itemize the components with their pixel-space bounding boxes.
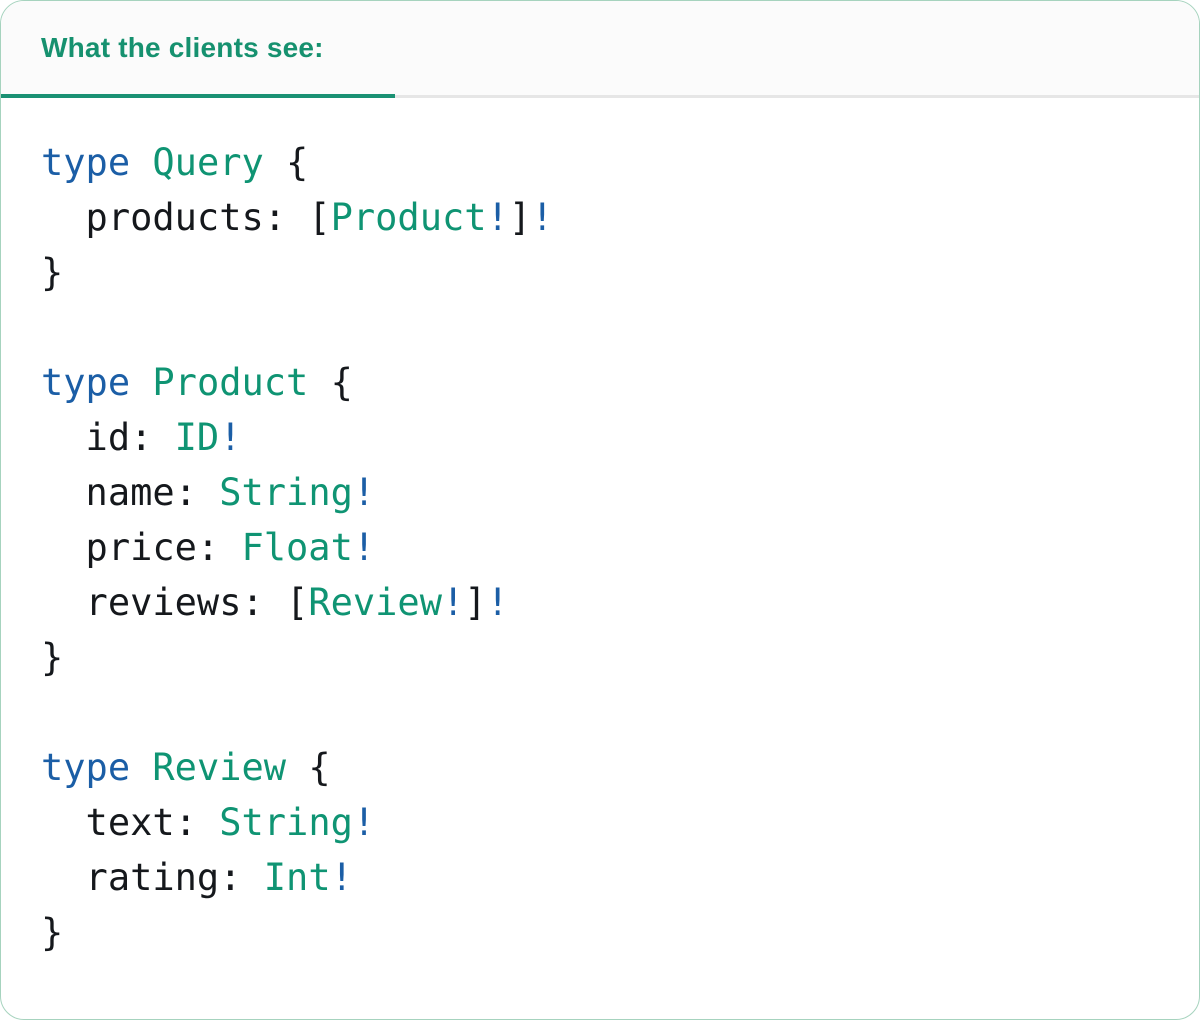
code-token: { — [263, 141, 309, 184]
code-token: ! — [352, 526, 376, 569]
code-line: } — [41, 630, 1159, 685]
code-token — [130, 361, 152, 404]
code-token: String — [219, 471, 353, 514]
code-token: name: — [41, 471, 220, 514]
code-line: type Query { — [41, 135, 1159, 190]
code-token: ! — [486, 581, 509, 624]
code-token: type — [41, 746, 131, 789]
code-token: Product — [330, 196, 487, 239]
code-token: type — [41, 361, 131, 404]
code-token: ! — [352, 471, 376, 514]
code-token: ID — [174, 416, 220, 459]
code-token: Review — [152, 746, 287, 789]
code-token: id: — [41, 416, 175, 459]
code-line: } — [41, 905, 1159, 960]
code-token — [130, 141, 152, 184]
active-tab-indicator — [1, 94, 395, 98]
code-token: ] — [464, 581, 487, 624]
code-line: name: String! — [41, 465, 1159, 520]
code-token: } — [41, 911, 64, 954]
code-token: ! — [531, 196, 554, 239]
code-token: ! — [330, 856, 353, 899]
code-token: } — [41, 251, 64, 294]
code-line: reviews: [Review!]! — [41, 575, 1159, 630]
code-token: type — [41, 141, 131, 184]
code-token: products: [ — [41, 196, 331, 239]
code-line — [41, 300, 1159, 355]
code-token: reviews: [ — [41, 581, 309, 624]
code-token: Query — [152, 141, 264, 184]
code-line: id: ID! — [41, 410, 1159, 465]
code-line: products: [Product!]! — [41, 190, 1159, 245]
code-line: } — [41, 245, 1159, 300]
code-token: Int — [263, 856, 331, 899]
code-line: type Product { — [41, 355, 1159, 410]
code-line: type Review { — [41, 740, 1159, 795]
code-token: rating: — [41, 856, 264, 899]
code-token: { — [286, 746, 331, 789]
code-block: type Query { products: [Product!]!} type… — [1, 98, 1199, 960]
code-line: price: Float! — [41, 520, 1159, 575]
code-line — [41, 685, 1159, 740]
tab-label: What the clients see: — [41, 32, 324, 63]
code-token — [130, 746, 152, 789]
code-token: { — [308, 361, 353, 404]
code-token: Review — [308, 581, 442, 624]
code-token: String — [219, 801, 353, 844]
panel-header: What the clients see: — [1, 1, 1199, 98]
code-line: text: String! — [41, 795, 1159, 850]
code-token: text: — [41, 801, 220, 844]
code-token: ] — [508, 196, 532, 239]
tab-bar-divider — [1, 95, 1199, 98]
code-token: Product — [152, 361, 309, 404]
code-token: ! — [441, 581, 465, 624]
code-token: } — [41, 636, 64, 679]
tab-what-clients-see[interactable]: What the clients see: — [41, 1, 324, 95]
code-token: price: — [41, 526, 242, 569]
code-line: rating: Int! — [41, 850, 1159, 905]
code-token: ! — [219, 416, 242, 459]
code-token: Float — [241, 526, 353, 569]
code-token: ! — [486, 196, 509, 239]
code-token: ! — [352, 801, 376, 844]
